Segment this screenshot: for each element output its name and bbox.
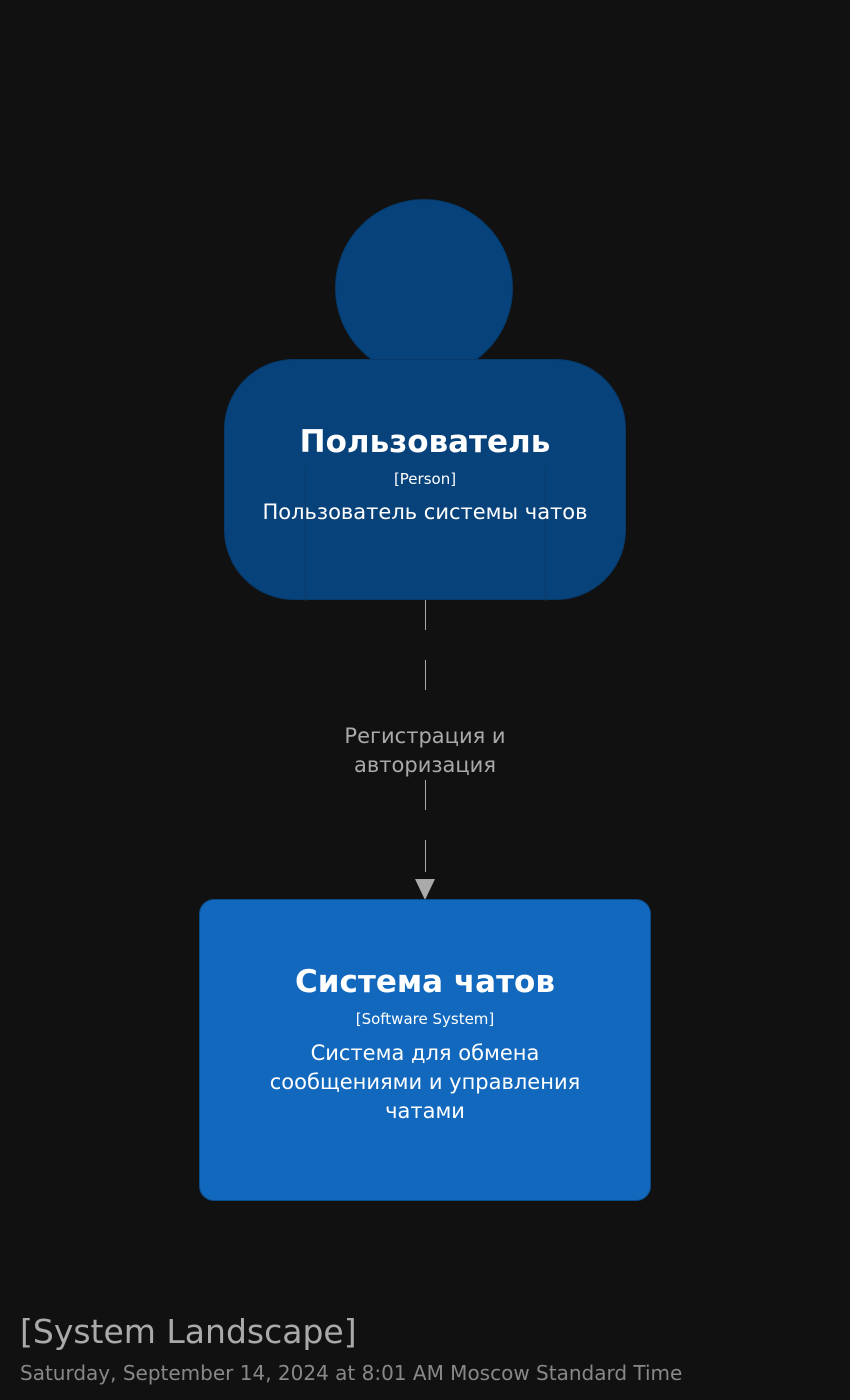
- relationship-dash[interactable]: [425, 780, 426, 810]
- system-name: Система чатов: [295, 964, 555, 1000]
- diagram-timestamp: Saturday, September 14, 2024 at 8:01 AM …: [20, 1361, 683, 1385]
- system-type: [Software System]: [355, 1010, 495, 1028]
- person-description: Пользователь системы чатов: [262, 500, 588, 524]
- relationship-dash[interactable]: [425, 840, 426, 872]
- relationship-label: Регистрация и авторизация: [344, 724, 506, 777]
- person-element[interactable]: Пользователь [Person] Пользователь систе…: [224, 359, 626, 601]
- person-name: Пользователь: [299, 424, 551, 460]
- relationship-dash[interactable]: [425, 660, 426, 690]
- diagram-title: [System Landscape]: [20, 1312, 357, 1351]
- person-head-shape[interactable]: [335, 199, 513, 377]
- person-arm-right-line: [545, 466, 546, 601]
- relationship-arrowhead: [415, 879, 435, 900]
- software-system-element[interactable]: Система чатов [Software System] Система …: [199, 899, 651, 1201]
- person-arm-left-line: [305, 466, 306, 601]
- system-description: Система для обмена сообщениями и управле…: [269, 1041, 581, 1123]
- relationship-dash[interactable]: [425, 600, 426, 630]
- person-type: [Person]: [393, 470, 457, 488]
